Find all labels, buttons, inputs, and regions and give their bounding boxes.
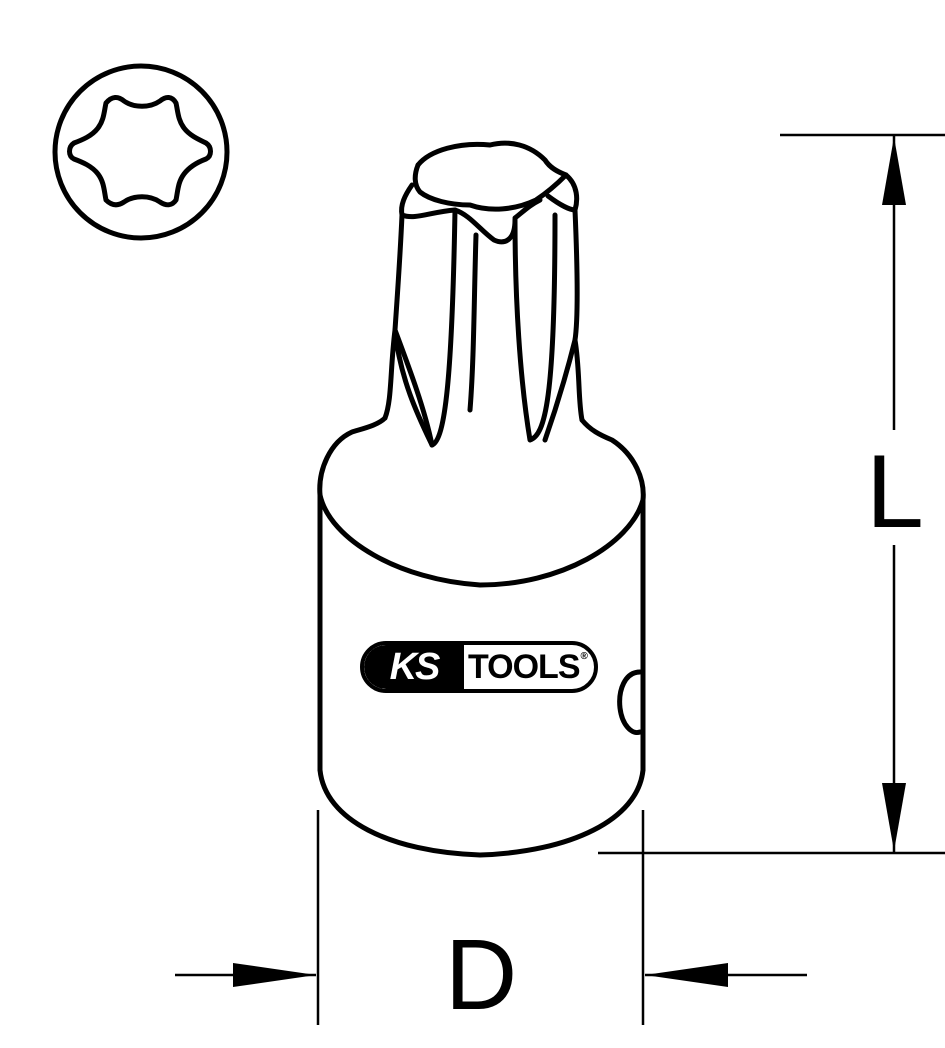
torx-profile-icon [52,63,230,241]
dimension-diameter [175,810,807,1025]
length-label: L [866,434,924,550]
dimension-length [598,133,945,855]
diameter-label: D [445,919,518,1031]
logo-tools-part: TOOLS ® [464,645,588,689]
ks-tools-logo: KS TOOLS ® [360,641,598,693]
logo-tools-text: TOOLS [468,647,580,686]
logo-ks-part: KS [364,645,464,689]
socket-body [317,415,646,858]
registered-mark: ® [580,651,588,662]
torx-bit-tip [382,140,585,448]
